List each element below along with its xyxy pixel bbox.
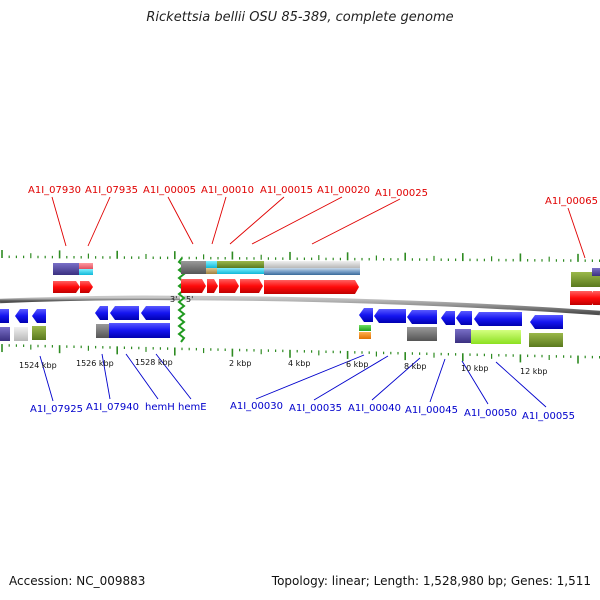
gene-label: A1I_00050: [464, 408, 517, 419]
topology-value: linear: [331, 574, 366, 588]
gene-label: A1I_00025: [375, 188, 428, 199]
kbp-label: 8 kbp: [404, 362, 426, 371]
gene-label: A1I_00005: [143, 185, 196, 196]
kbp-scale-labels: 1524 kbp 1526 kbp 1528 kbp 2 kbp 4 kbp 6…: [19, 358, 548, 376]
kbp-label: 1526 kbp: [76, 359, 114, 368]
length-value: 1,528,980 bp: [422, 574, 503, 588]
gene-label: A1I_00040: [348, 403, 401, 414]
bottom-right-genes: [359, 308, 563, 329]
bottom-right-feature-blocks: [359, 325, 563, 347]
five-prime-mark: 5': [186, 295, 193, 304]
gene-label: A1I_00055: [522, 411, 575, 422]
kbp-label: 10 kbp: [461, 364, 489, 373]
accession-label: Accession:: [9, 574, 73, 588]
three-prime-mark: 3': [170, 295, 177, 304]
gene-label: A1I_00010: [201, 185, 254, 196]
gene-label: A1I_00045: [405, 405, 458, 416]
length-label: Length:: [373, 574, 420, 588]
top-gene-labels: A1I_07930 A1I_07935 A1I_00005 A1I_00010 …: [28, 185, 598, 207]
genome-summary: Topology: linear; Length: 1,528,980 bp; …: [271, 574, 591, 588]
gene-label: A1I_07935: [85, 185, 138, 196]
kbp-label: 6 kbp: [346, 360, 368, 369]
top-right-features: [570, 268, 600, 305]
gene-label: hemE: [178, 402, 207, 413]
genes-value: 1,511: [556, 574, 591, 588]
kbp-label: 2 kbp: [229, 359, 251, 368]
top-left-genes: [53, 281, 93, 293]
gene-label: A1I_07930: [28, 185, 81, 196]
accession-info: Accession: NC_009883: [9, 574, 145, 588]
top-feature-blocks: [181, 261, 360, 275]
genome-backbone-right: [183, 295, 600, 316]
top-genes: [181, 279, 359, 294]
gene-label: hemH: [145, 402, 175, 413]
gene-label: A1I_00065: [545, 196, 598, 207]
genome-backbone-left: [0, 295, 181, 304]
gene-label: A1I_00015: [260, 185, 313, 196]
bottom-gene-labels: A1I_07925 A1I_07940 hemH hemE A1I_00030 …: [30, 401, 575, 422]
genes-label: Genes:: [510, 574, 553, 588]
gene-label: A1I_07925: [30, 404, 83, 415]
gene-label: A1I_00030: [230, 401, 283, 412]
gene-label: A1I_00035: [289, 403, 342, 414]
bottom-left-feature-blocks: [0, 324, 109, 341]
kbp-label: 1524 kbp: [19, 361, 57, 370]
kbp-label: 4 kbp: [288, 359, 310, 368]
kbp-label: 12 kbp: [520, 367, 548, 376]
map-title: Rickettsia bellii OSU 85-389, complete g…: [146, 10, 454, 25]
tick-track: [1, 250, 600, 364]
topology-label: Topology:: [271, 574, 328, 588]
gene-label: A1I_07940: [86, 402, 139, 413]
top-left-feature-blocks: [53, 263, 93, 275]
gene-label: A1I_00020: [317, 185, 370, 196]
accession-value: NC_009883: [76, 574, 146, 588]
kbp-label: 1528 kbp: [135, 358, 173, 367]
bottom-left-genes: [0, 306, 170, 338]
label-leader-lines: [39, 196, 586, 408]
